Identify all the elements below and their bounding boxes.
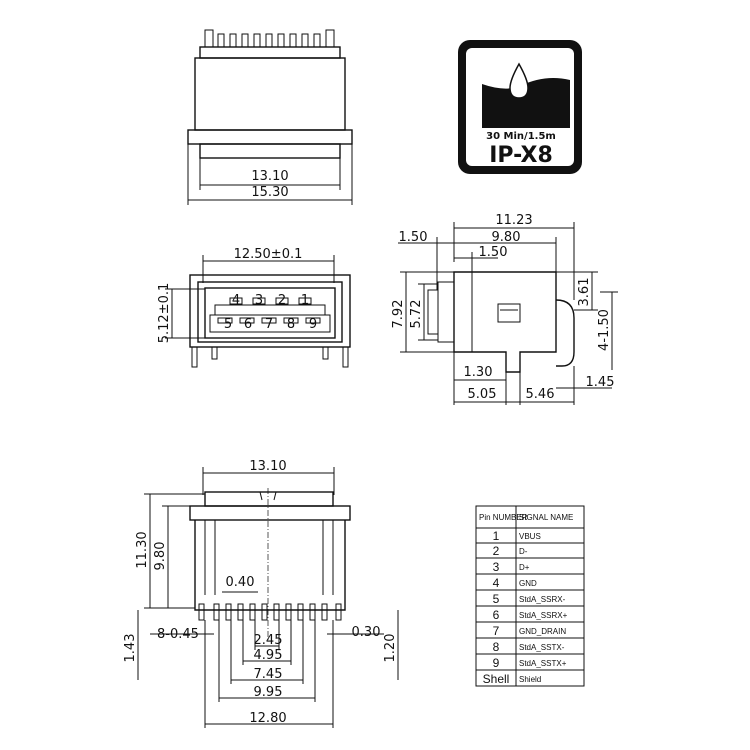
table-signal: D+ bbox=[519, 563, 530, 572]
ip-depth-text: 30 Min/1.5m bbox=[486, 131, 556, 142]
pin-4-label: 4 bbox=[232, 293, 240, 308]
bottom-dim-span-5: 12.80 bbox=[249, 711, 286, 726]
side-dim-right-2: 4-1.50 bbox=[597, 309, 612, 351]
bottom-dim-height-body: 9.80 bbox=[153, 542, 168, 571]
table-pin: 6 bbox=[493, 608, 500, 622]
side-view: 11.23 1.50 9.80 1.50 7.92 5.72 3.61 bbox=[391, 213, 618, 405]
pin-3-label: 3 bbox=[255, 293, 263, 308]
bottom-dim-left-low: 1.43 bbox=[123, 634, 138, 663]
top-dim-inner: 13.10 bbox=[251, 169, 288, 184]
front-view: 12.50±0.1 4 3 2 1 5 6 7 8 9 bbox=[157, 247, 351, 368]
side-dim-b: 9.80 bbox=[492, 230, 521, 245]
table-signal: StdA_SSRX- bbox=[519, 595, 566, 604]
side-dim-c: 1.50 bbox=[479, 245, 508, 260]
side-dim-right-bottom: 5.46 bbox=[526, 387, 555, 402]
pin-2-label: 2 bbox=[278, 293, 286, 308]
front-dim-width: 12.50±0.1 bbox=[234, 247, 303, 262]
pin-5-label: 5 bbox=[224, 317, 232, 332]
side-dim-pin: 1.30 bbox=[464, 365, 493, 380]
ip-rating-text: IP-X8 bbox=[489, 143, 553, 168]
table-pin: 2 bbox=[493, 544, 500, 558]
table-pin: 7 bbox=[493, 624, 500, 638]
side-dim-tab: 1.45 bbox=[586, 375, 615, 390]
table-header-signal: SIGNAL NAME bbox=[519, 513, 573, 522]
pin-7-label: 7 bbox=[265, 317, 273, 332]
table-pin: Shell bbox=[483, 672, 510, 686]
table-signal: GND_DRAIN bbox=[519, 627, 566, 636]
top-view: 13.10 15.30 bbox=[187, 29, 353, 205]
front-dim-height: 5.12±0.1 bbox=[157, 283, 172, 344]
table-pin: 8 bbox=[493, 640, 500, 654]
bottom-view: 13.10 11.30 9.80 bbox=[123, 459, 399, 728]
table-pin: 3 bbox=[493, 560, 500, 574]
pin-8-label: 8 bbox=[287, 317, 295, 332]
top-dim-outer: 15.30 bbox=[251, 185, 288, 200]
bottom-dim-pin-count: 8-0.45 bbox=[157, 627, 199, 642]
table-header-pin: Pin NUMBER bbox=[479, 513, 528, 522]
pin-9-label: 9 bbox=[309, 317, 317, 332]
table-signal: VBUS bbox=[519, 532, 541, 541]
side-dim-a: 1.50 bbox=[399, 230, 428, 245]
side-dim-h-outer: 7.92 bbox=[391, 300, 406, 329]
bottom-dim-height-total: 11.30 bbox=[135, 531, 150, 568]
bottom-dim-span-2: 4.95 bbox=[254, 648, 283, 663]
bottom-dim-right-low: 1.20 bbox=[383, 634, 398, 663]
pin-table: Pin NUMBER SIGNAL NAME 1 VBUS 2 D- 3 D+ … bbox=[475, 505, 585, 687]
table-signal: StdA_SSRX+ bbox=[519, 611, 568, 620]
bottom-dim-span-4: 9.95 bbox=[254, 685, 283, 700]
side-dim-left-bottom: 5.05 bbox=[468, 387, 497, 402]
bottom-dim-top-width: 13.10 bbox=[249, 459, 286, 474]
bottom-dim-span-1: 2.45 bbox=[254, 633, 283, 648]
table-pin: 9 bbox=[493, 656, 500, 670]
table-pin: 4 bbox=[493, 576, 500, 590]
side-dim-total: 11.23 bbox=[495, 213, 532, 228]
table-signal: GND bbox=[519, 579, 537, 588]
bottom-dim-span-3: 7.45 bbox=[254, 667, 283, 682]
bottom-dim-pin-right: 0.30 bbox=[352, 625, 381, 640]
table-signal: D- bbox=[519, 547, 528, 556]
ip-badge: 30 Min/1.5m IP-X8 bbox=[458, 40, 582, 174]
table-pin: 5 bbox=[493, 592, 500, 606]
pin-1-label: 1 bbox=[301, 293, 309, 308]
table-pin: 1 bbox=[493, 529, 500, 543]
bottom-dim-pitch: 0.40 bbox=[226, 575, 255, 590]
pin-6-label: 6 bbox=[244, 317, 252, 332]
side-dim-h-inner: 5.72 bbox=[409, 300, 424, 329]
side-dim-right-1: 3.61 bbox=[577, 278, 592, 307]
table-signal: StdA_SSTX+ bbox=[519, 659, 567, 668]
table-signal: StdA_SSTX- bbox=[519, 643, 565, 652]
table-signal: Shield bbox=[519, 675, 541, 684]
